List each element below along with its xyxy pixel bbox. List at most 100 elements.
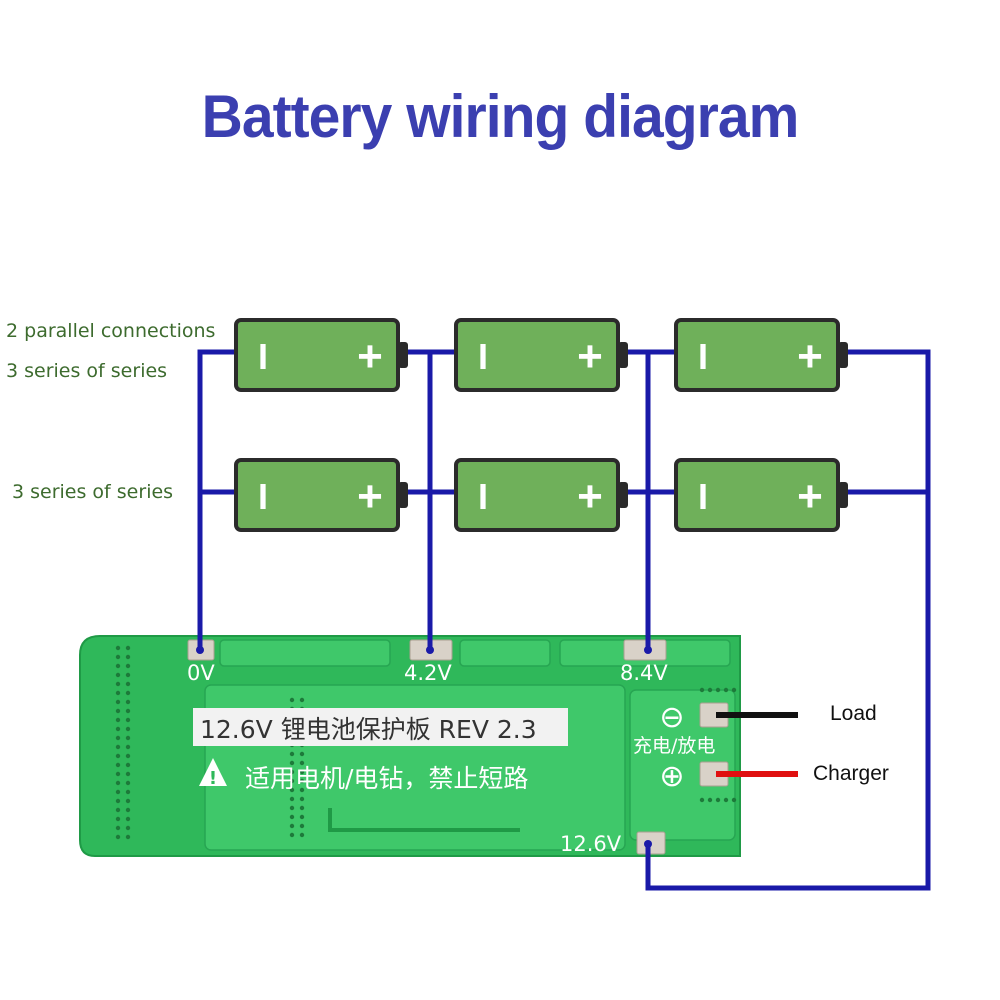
battery-terminal (838, 342, 848, 368)
via-hole (125, 663, 131, 669)
via-hole (125, 807, 131, 813)
via-hole (289, 787, 295, 793)
via-hole (723, 797, 729, 803)
battery-positive-mark: + (577, 472, 603, 521)
via-hole (125, 708, 131, 714)
minus-symbol: ⊖ (659, 700, 684, 735)
via-hole (125, 645, 131, 651)
via-hole (115, 834, 121, 840)
board-panel-top-left (219, 639, 391, 667)
battery-cell: I+ (674, 458, 848, 532)
battery-positive-mark: + (797, 472, 823, 521)
via-hole (115, 807, 121, 813)
via-hole (125, 816, 131, 822)
battery-cell: I+ (454, 458, 628, 532)
battery-array: I+I+I+I+I+I+ (234, 318, 848, 532)
charge-discharge-label: 充电/放电 (633, 735, 715, 757)
via-hole (299, 769, 305, 775)
via-hole (289, 796, 295, 802)
battery-negative-mark: I (258, 336, 268, 377)
via-hole (115, 672, 121, 678)
pad-4v2-label: 4.2V (404, 661, 452, 685)
wire-end-12v6 (644, 840, 652, 848)
via-hole (289, 805, 295, 811)
battery-positive-mark: + (357, 332, 383, 381)
battery-terminal (398, 342, 408, 368)
via-hole (707, 687, 713, 693)
via-hole (115, 699, 121, 705)
via-hole (289, 814, 295, 820)
via-hole (115, 762, 121, 768)
warning-icon-mark: ! (209, 768, 217, 789)
via-hole (115, 780, 121, 786)
via-hole (115, 753, 121, 759)
battery-negative-mark: I (258, 476, 268, 517)
via-hole (125, 780, 131, 786)
via-hole (289, 832, 295, 838)
via-hole (289, 760, 295, 766)
wire-0v (197, 349, 236, 650)
via-hole (115, 645, 121, 651)
via-hole (125, 654, 131, 660)
battery-positive-mark: + (577, 332, 603, 381)
via-hole (115, 816, 121, 822)
board-panel-top-mid (459, 639, 551, 667)
charger-label: Charger (813, 762, 889, 785)
via-hole (715, 687, 721, 693)
via-hole (299, 751, 305, 757)
wire-end-4v2 (426, 646, 434, 654)
via-hole (115, 717, 121, 723)
via-hole (299, 832, 305, 838)
via-hole (125, 726, 131, 732)
via-hole (115, 789, 121, 795)
via-hole (125, 681, 131, 687)
via-hole (115, 708, 121, 714)
via-hole (115, 744, 121, 750)
via-hole (715, 797, 721, 803)
via-hole (707, 797, 713, 803)
via-hole (723, 687, 729, 693)
battery-negative-mark: I (478, 476, 488, 517)
series-label-top: 3 series of series (6, 360, 168, 382)
via-hole (299, 697, 305, 703)
diagram-title: Battery wiring diagram (201, 83, 800, 150)
via-hole (125, 834, 131, 840)
via-hole (699, 797, 705, 803)
battery-terminal (618, 482, 628, 508)
series-label-bottom: 3 series of series (12, 481, 174, 503)
wire-end-8v4 (644, 646, 652, 654)
battery-positive-mark: + (797, 332, 823, 381)
via-hole (125, 690, 131, 696)
battery-negative-mark: I (478, 336, 488, 377)
parallel-connections-label: 2 parallel connections (6, 320, 216, 342)
via-hole (125, 672, 131, 678)
wire-12v6 (645, 349, 931, 891)
via-hole (115, 735, 121, 741)
board-vias (115, 645, 737, 840)
battery-cell: I+ (454, 318, 628, 392)
board-label-line2: 适用电机/电钻，禁止短路 (245, 764, 528, 793)
blue-wires (197, 349, 931, 891)
via-hole (115, 825, 121, 831)
via-hole (125, 753, 131, 759)
battery-terminal (398, 482, 408, 508)
via-hole (125, 798, 131, 804)
via-hole (299, 823, 305, 829)
via-hole (115, 654, 121, 660)
wire-end-0v (196, 646, 204, 654)
board-label-line1: 12.6V 锂电池保护板 REV 2.3 (200, 715, 537, 744)
battery-cell: I+ (234, 318, 408, 392)
via-hole (115, 690, 121, 696)
board-trace (328, 808, 520, 832)
via-hole (115, 681, 121, 687)
via-hole (299, 805, 305, 811)
battery-positive-mark: + (357, 472, 383, 521)
via-hole (115, 798, 121, 804)
battery-cell: I+ (234, 458, 408, 532)
battery-terminal (838, 482, 848, 508)
via-hole (299, 760, 305, 766)
load-label: Load (830, 702, 877, 725)
via-hole (299, 814, 305, 820)
via-hole (115, 663, 121, 669)
